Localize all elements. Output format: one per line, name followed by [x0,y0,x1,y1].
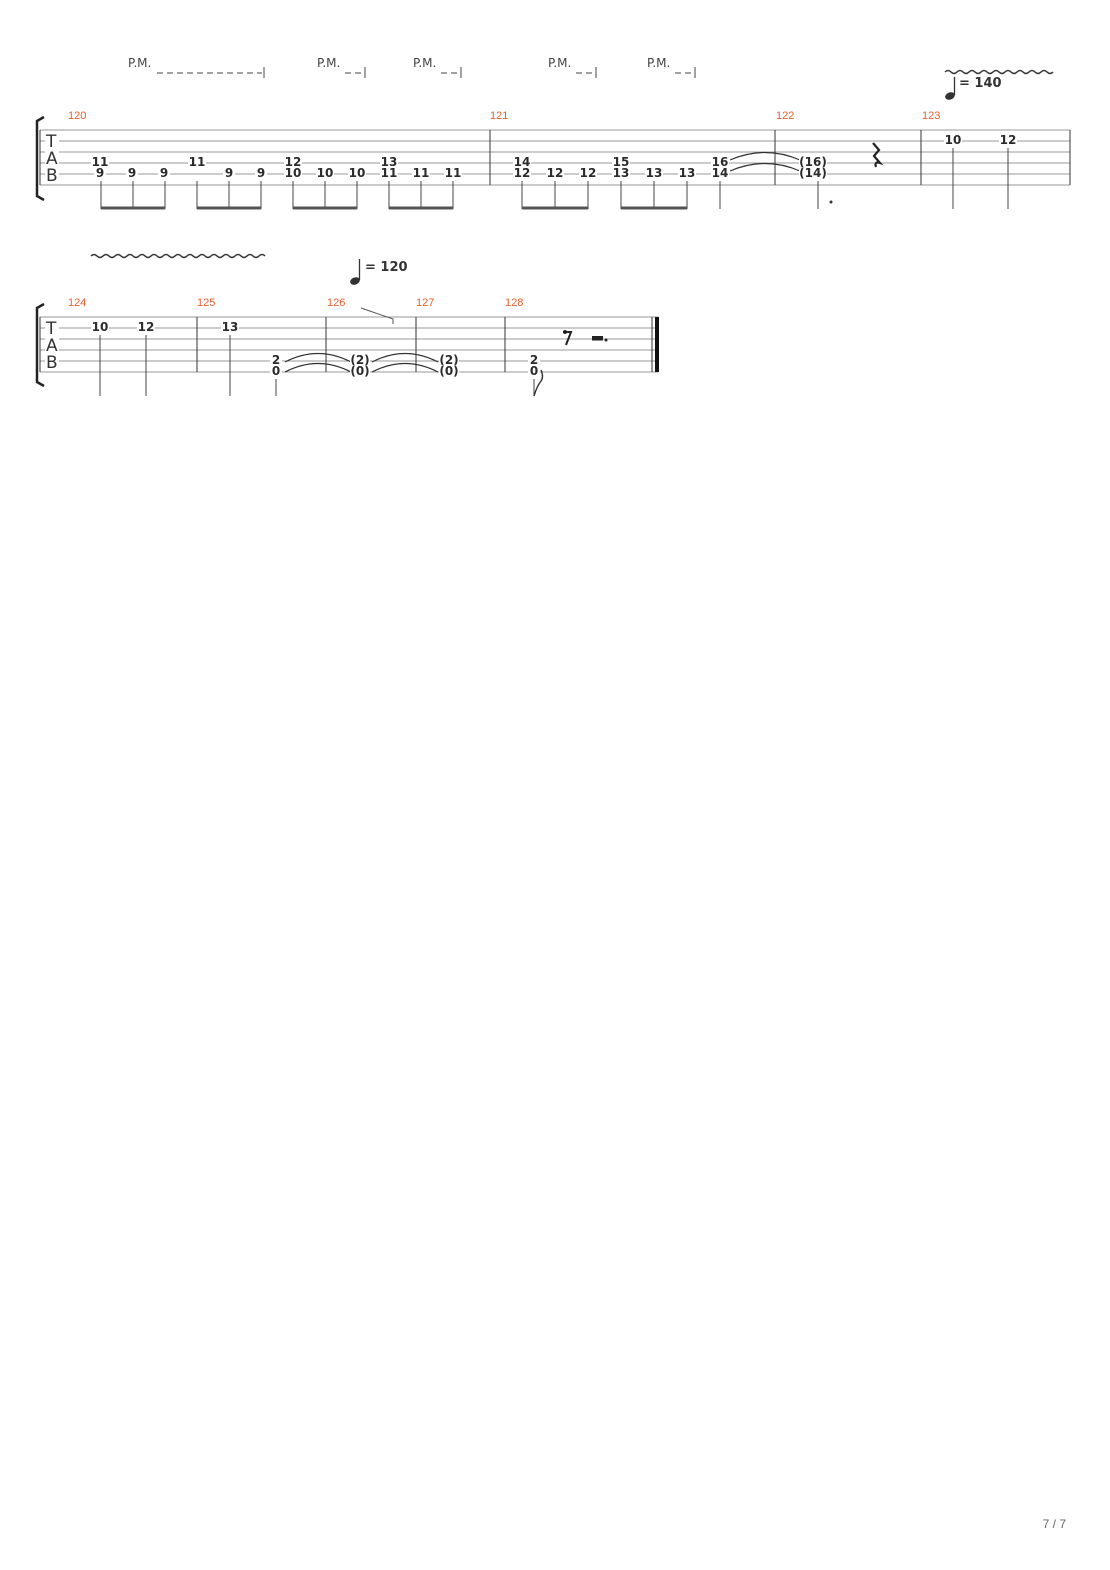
half-rest-icon [592,336,603,341]
fret-number: 12 [285,155,302,169]
fret-number: 13 [679,166,696,180]
dot-icon [829,200,833,204]
tie-icon [371,353,439,363]
let-ring-icon [360,307,394,324]
tie-icon [729,162,801,172]
fret-number: 0 [530,364,538,378]
fret-number: 9 [257,166,265,180]
tie-icon [284,353,352,363]
vibrato-icon [90,253,266,259]
measure-126: (2) (0) [350,307,439,378]
measure-128: 2 0 [528,330,608,397]
measure-number: 125 [197,297,215,309]
quarter-rest-icon [872,142,884,168]
palm-mute-label: P.M. [317,56,340,70]
palm-mute-label: P.M. [413,56,436,70]
vibrato-icon [944,69,1054,75]
measure-number: 128 [505,297,523,309]
fret-number: 12 [547,166,564,180]
palm-mute-markings: P.M. P.M. P.M. P.M. P.M. [128,56,696,78]
fret-number: 10 [317,166,334,180]
fret-number: (14) [799,166,827,180]
tie-icon [729,151,801,161]
measure-number: 123 [922,110,940,122]
fret-number: (16) [799,155,827,169]
measure-122: (16) (14) [799,142,884,209]
fret-number: (0) [350,364,369,378]
fret-number: 14 [712,166,729,180]
system-bracket [35,302,45,388]
fret-number: 10 [349,166,366,180]
tab-clef-t: T [45,319,57,339]
measure-number: 126 [327,297,345,309]
fret-number: (0) [439,364,458,378]
fret-number: 2 [530,353,538,367]
system-1: P.M. P.M. P.M. P.M. P.M. = 140 120 121 [35,56,1071,210]
tab-clef-a: A [46,149,58,169]
fret-number: 10 [92,320,109,334]
measure-number: 127 [416,297,434,309]
system-bracket [35,115,45,202]
fret-number: 14 [514,155,531,169]
tie-icon [284,363,352,373]
fret-number: 11 [189,155,206,169]
measure-120: 11 11 12 13 9 9 9 9 9 10 10 10 11 11 11 [91,155,462,210]
palm-mute-label: P.M. [647,56,670,70]
fret-number: (2) [439,353,458,367]
fret-number: 10 [945,133,962,147]
page-number: 7 / 7 [1043,1517,1067,1531]
fret-number: 12 [1000,133,1017,147]
fret-number: 9 [225,166,233,180]
measure-124: 10 12 [91,320,155,396]
measure-number: 120 [68,110,86,122]
fret-number: 0 [272,364,280,378]
measure-number: 124 [68,297,86,309]
tempo-marking: = 120 [350,259,408,285]
fret-number: 9 [128,166,136,180]
fret-number: 11 [381,166,398,180]
measure-121: 14 15 16 12 12 12 13 13 13 14 [513,151,801,210]
fret-number: 13 [646,166,663,180]
fret-number: 9 [96,166,104,180]
measure-127: (2) (0) [439,353,459,378]
fret-number: 15 [613,155,630,169]
fret-number: 10 [285,166,302,180]
tab-clef-a: A [46,336,58,356]
fret-number: 13 [222,320,239,334]
measure-123: 10 12 [944,133,1017,209]
eighth-flag-icon [533,369,544,397]
system-2: = 120 124 125 126 127 128 T A B 10 12 [35,253,659,397]
tempo-marking: = 140 [944,69,1054,100]
measure-number: 122 [776,110,794,122]
tempo-value: = 140 [959,76,1002,91]
fret-number: 11 [413,166,430,180]
fret-number: 9 [160,166,168,180]
tab-clef-t: T [45,132,57,152]
quarter-note-icon [350,277,360,285]
fret-number: 11 [445,166,462,180]
fret-number: 13 [613,166,630,180]
palm-mute-label: P.M. [128,56,151,70]
fret-number: 11 [92,155,109,169]
measure-125: 13 2 0 [221,320,352,396]
fret-number: 16 [712,155,729,169]
fret-number: 12 [514,166,531,180]
palm-mute-label: P.M. [548,56,571,70]
fret-number: 12 [580,166,597,180]
tab-clef-b: B [46,353,58,373]
fret-number: 12 [138,320,155,334]
tab-clef-b: B [46,166,58,186]
fret-number: 13 [381,155,398,169]
fret-number: (2) [350,353,369,367]
measure-number: 121 [490,110,508,122]
quarter-note-icon [945,92,955,100]
fret-number: 2 [272,353,280,367]
tie-icon [371,363,439,373]
dot-icon [604,338,608,342]
tempo-value: = 120 [365,260,408,275]
